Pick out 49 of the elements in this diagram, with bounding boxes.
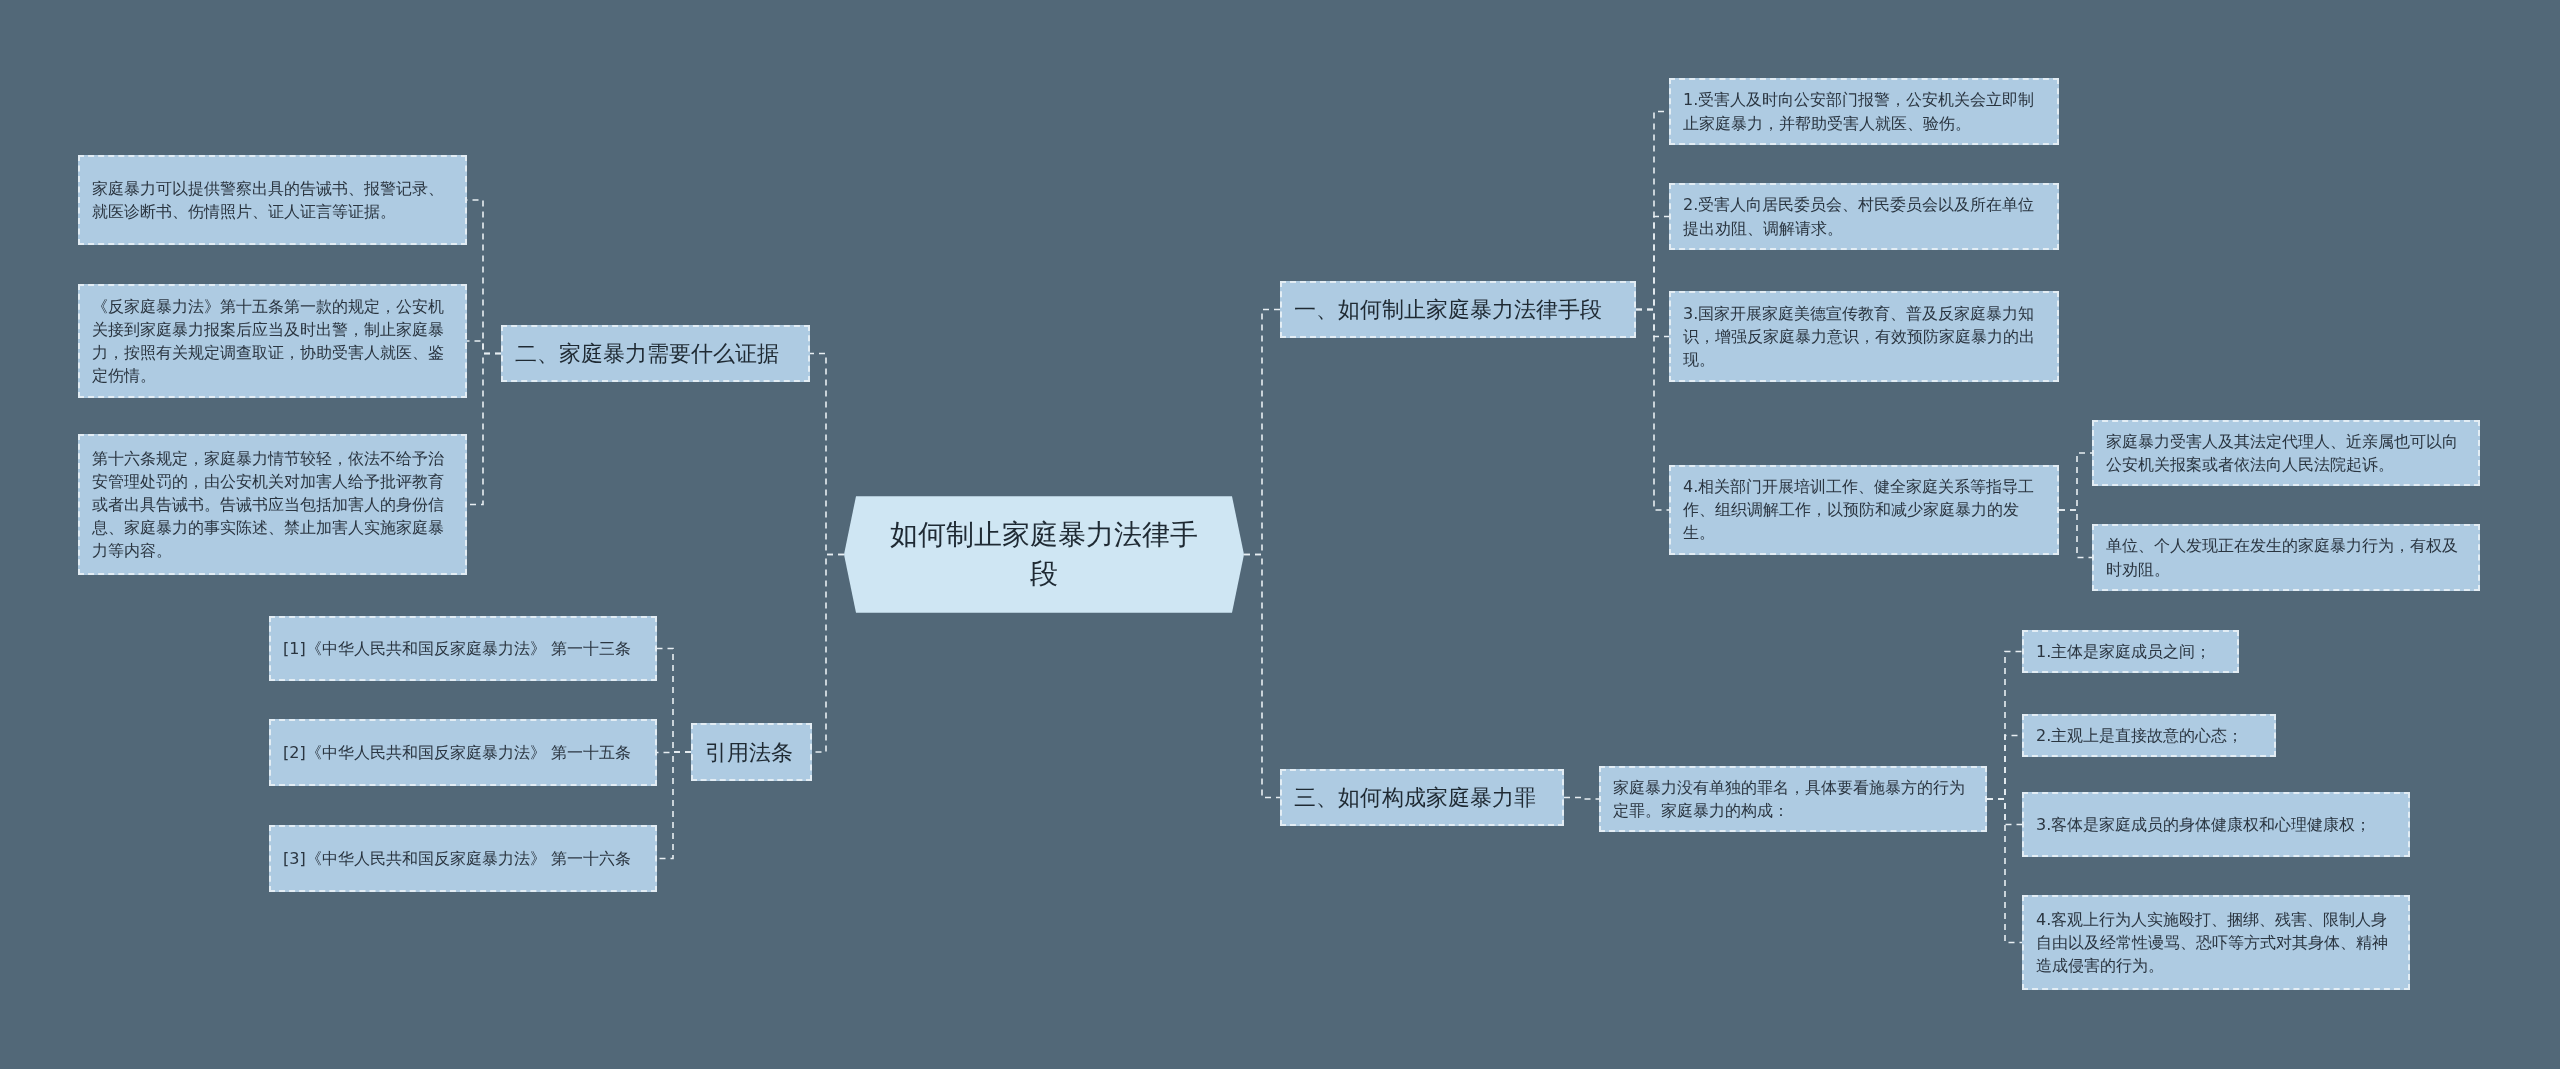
subtopic-box — [1669, 78, 2059, 145]
central-topic — [844, 495, 1244, 614]
subtopic-box — [1669, 465, 2059, 555]
topic-text: 1.受害人及时向公安部门报警，公安机关会立即制止家庭暴力，并帮助受害人就医、验伤。 — [1683, 89, 2036, 135]
topic-text: 2.主观上是直接故意的心态； — [2036, 725, 2245, 747]
topic-text: 2.受害人向居民委员会、村民委员会以及所在单位提出劝阻、调解请求。 — [1683, 194, 2036, 240]
topic-text: 如何制止家庭暴力法律手段 — [889, 517, 1199, 592]
subtopic-box — [2022, 792, 2410, 857]
branch-topic — [691, 723, 812, 781]
topic-text: 第十六条规定，家庭暴力情节较轻，依法不给予治安管理处罚的，由公安机关对加害人给予批评教育或者出具告诫书。告诫书应当包括加害人的身份信息、家庭暴力的事实陈述、禁止加害人实施家庭暴力等内容。 — [92, 447, 445, 563]
branch-topic — [1280, 281, 1636, 338]
topic-text: 3.客体是家庭成员的身体健康权和心理健康权； — [2036, 813, 2373, 836]
subtopic-box — [2092, 420, 2480, 487]
subtopic-box — [269, 719, 657, 786]
subtopic-box — [1669, 183, 2059, 250]
topic-text: 《反家庭暴力法》第十五条第一款的规定，公安机关接到家庭暴力报案后应当及时出警，制止家庭暴力，按照有关规定调查取证，协助受害人就医、鉴定伤情。 — [92, 295, 445, 388]
subtopic-box — [78, 155, 467, 245]
subtopic-box — [1669, 291, 2059, 382]
topic-text: 二、家庭暴力需要什么证据 — [515, 340, 779, 368]
topic-text: [1]《中华人民共和国反家庭暴力法》 第一十三条 — [283, 637, 632, 660]
subtopic-box — [78, 284, 467, 398]
topic-text: 三、如何构成家庭暴力罪 — [1294, 784, 1536, 812]
subtopic-box — [2022, 714, 2276, 758]
connector-line — [1986, 798, 2023, 944]
subtopic-box — [2092, 524, 2480, 591]
topic-text: 4.客观上行为人实施殴打、捆绑、残害、限制人身自由以及经常性谩骂、恐吓等方式对其身体、精神造成侵害的行为。 — [2036, 908, 2389, 978]
connector-line — [1243, 553, 1281, 799]
topic-text: 引用法条 — [705, 738, 793, 767]
subtopic-box — [2022, 895, 2410, 990]
topic-text: 家庭暴力可以提供警察出具的告诫书、报警记录、就医诊断书、伤情照片、证人证言等证据。 — [92, 177, 445, 223]
topic-text: 4.相关部门开展培训工作、健全家庭关系等指导工作、组织调解工作，以预防和减少家庭暴力的发生。 — [1683, 476, 2036, 545]
topic-text: 家庭暴力没有单独的罪名，具体要看施暴方的行为定罪。家庭暴力的构成： — [1613, 777, 1966, 823]
subtopic-box — [1599, 766, 1987, 833]
connector-line — [2058, 509, 2093, 559]
connector-line — [1563, 796, 1600, 800]
topic-text: 3.国家开展家庭美德宣传教育、普及反家庭暴力知识，增强反家庭暴力意识，有效预防家庭暴力的出现。 — [1683, 302, 2036, 372]
subtopic-box — [78, 434, 467, 575]
subtopic-box — [269, 825, 657, 892]
topic-text: 1.主体是家庭成员之间； — [2036, 641, 2213, 663]
topic-text: [3]《中华人民共和国反家庭暴力法》 第一十六条 — [283, 847, 632, 870]
topic-text: 家庭暴力受害人及其法定代理人、近亲属也可以向公安机关报案或者依法向人民法院起诉。 — [2106, 431, 2459, 477]
connector-line — [1635, 308, 1670, 511]
topic-text: [2]《中华人民共和国反家庭暴力法》 第一十五条 — [283, 741, 632, 764]
topic-text: 单位、个人发现正在发生的家庭暴力行为，有权及时劝阻。 — [2106, 535, 2459, 581]
branch-topic — [1280, 769, 1564, 826]
branch-topic — [501, 325, 810, 382]
topic-text: 一、如何制止家庭暴力法律手段 — [1294, 296, 1602, 324]
subtopic-box — [2022, 630, 2239, 674]
subtopic-box — [269, 616, 657, 681]
